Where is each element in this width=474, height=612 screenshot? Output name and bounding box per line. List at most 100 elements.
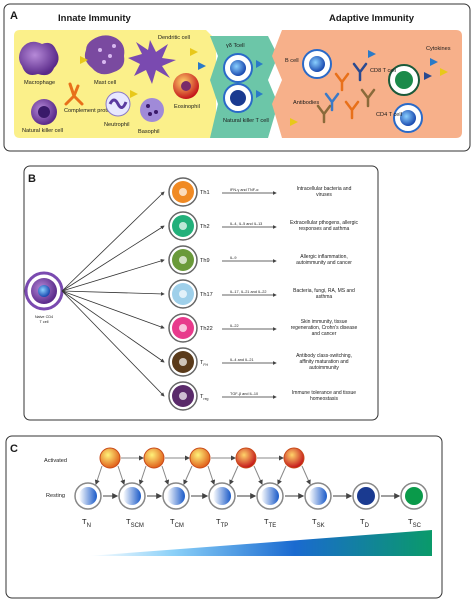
stage-label: TN [82,517,91,529]
complement-label: Complement protein [64,108,114,114]
antibodies-icon [316,62,376,124]
activated-cell [183,447,236,485]
innate-title: Innate Immunity [58,13,132,24]
cd4-label: CD4 T cell [376,112,402,118]
panel-a: A Innate Immunity Adaptive Immunity Macr… [3,3,471,152]
activated-label: Activated [44,458,67,464]
differentiation-arrow [61,290,165,296]
cd8-label: CD8 T cell [370,68,396,74]
macrophage-label: Macrophage [24,80,55,86]
subset-name: Th2 [200,224,210,230]
activation-arrow [253,465,263,485]
basophil-label: Basophil [138,129,159,135]
differentiation-arrow [61,259,165,292]
activation-arrow [301,465,311,485]
activated-cell [277,447,311,485]
stage: TTE [256,482,305,529]
dendritic-cell-icon [128,40,176,84]
subset-name: Treg [200,394,209,401]
resting-cell-nucleus [79,487,97,505]
subset-row: Th2 IL-4, IL-5 and IL-13 Extracellular pth… [61,211,359,292]
complement-icon [64,82,84,106]
activation-arrow [161,465,170,485]
subset-cytokines: IFN-γ and TNF-α [230,188,259,192]
resting-cell-nucleus [309,487,327,505]
b-cell-label: B cell [285,58,299,64]
activated-cell-icon [143,447,165,469]
subset-name: Th17 [200,292,213,298]
stage: TN [74,482,119,529]
subset-function: Antibody class-switching,affinity matura… [296,353,352,371]
activated-cell-icon [283,447,305,469]
activation-arrow [229,465,239,485]
differentiation-arrow [61,191,165,292]
resting-cell-nucleus [357,487,375,505]
activated-cell [138,447,190,485]
activated-cell-icon [189,447,211,469]
antibodies-label: Antibodies [293,100,319,106]
subset-cytokines: IL-17, IL-21 and IL-22 [230,290,267,294]
activated-cell-icon [99,447,121,469]
panel-b-letter: B [28,173,36,185]
stage: TTP [208,482,257,529]
eosinophil-label: Eosinophil [174,104,200,110]
activation-arrow [94,465,103,485]
cytokine-triangle-icon [80,56,88,64]
subset-row: Th17 IL-17, IL-21 and IL-22 Bacteria, fung… [61,279,355,309]
dendritic-cell-label: Dendritic cell [158,35,190,41]
differentiation-arrow [61,225,165,292]
subset-name: TFH [200,360,209,367]
cytokine-triangle-icon [198,62,206,70]
nk-cell-label: Natural killer cell [22,128,63,134]
panel-a-letter: A [10,10,18,22]
subset-cytokines: IL-4 and IL-21 [230,358,254,362]
activated-cell [229,447,284,485]
adaptive-title: Adaptive Immunity [329,13,415,24]
panel-c-frame [5,435,443,599]
subset-name: Th9 [200,258,210,264]
cytokines-label: Cytokines [426,46,451,52]
mast-cell-label: Mast cell [94,80,116,86]
subset-rows: Th1 IFN-γ and TNF-α Intracellular bacteria… [61,177,359,411]
subset-name: Th1 [200,190,210,196]
resting-cell-nucleus [213,487,231,505]
macrophage-icon [19,41,59,76]
subset-name: Th22 [200,326,213,332]
subset-cytokines: IL-22 [230,324,239,328]
cytokine-triangle-icon [190,48,198,56]
resting-cell-nucleus [405,487,423,505]
subset-function: Allergic inflammation,autoimmunity and c… [296,254,352,266]
activation-arrow [138,465,147,485]
nkt-cell-label: Natural killer T cell [223,118,269,124]
activation-arrow [117,465,126,485]
subset-cytokines: IL-4, IL-5 and IL-13 [230,222,262,226]
gd-tcell-label: γδ Tcell [226,43,245,49]
innate-zone [14,30,216,138]
activation-arrow [277,465,287,485]
subset-row: TFH IL-4 and IL-21 Antibody class-switchin… [61,290,352,377]
panel-b-frame [23,165,379,421]
resting-cell-nucleus [123,487,141,505]
stage: TSK [304,482,353,529]
panel-c-letter: C [10,443,18,455]
activated-cell [94,447,144,485]
basophil-icon [140,98,164,122]
activation-arrow [183,465,193,485]
differentiation-gradient-bar [88,530,432,556]
differentiation-arrow [61,290,165,329]
activated-cell-icon [235,447,257,469]
resting-label: Resting [46,493,65,499]
stage-label: TD [360,517,370,529]
